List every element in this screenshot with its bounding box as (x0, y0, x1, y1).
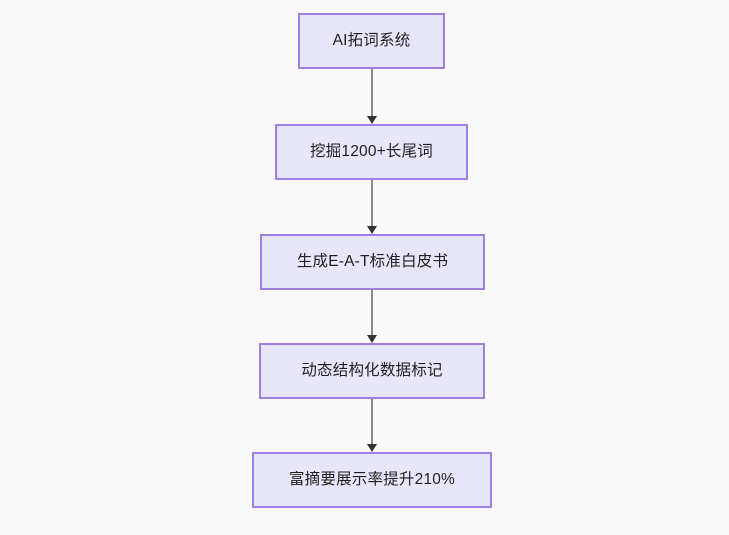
flowchart-node-rich-snippet-rate-increase[interactable]: 富摘要展示率提升210% (252, 452, 492, 508)
edge-line (371, 69, 373, 116)
edge-line (371, 180, 373, 226)
flowchart-edge-4 (365, 399, 379, 452)
arrowhead-icon (367, 116, 377, 124)
flowchart-node-dynamic-structured-data-markup[interactable]: 动态结构化数据标记 (259, 343, 485, 399)
flowchart-node-generate-eat-whitepaper[interactable]: 生成E-A-T标准白皮书 (260, 234, 485, 290)
arrowhead-icon (367, 444, 377, 452)
node-label: 生成E-A-T标准白皮书 (296, 253, 449, 271)
flowchart-edge-2 (365, 180, 379, 234)
node-label: 挖掘1200+长尾词 (309, 143, 434, 161)
flowchart-edge-1 (365, 69, 379, 124)
arrowhead-icon (367, 335, 377, 343)
node-label: 动态结构化数据标记 (301, 362, 443, 380)
edge-line (371, 290, 373, 335)
node-label: 富摘要展示率提升210% (288, 471, 456, 489)
flowchart-edge-3 (365, 290, 379, 343)
node-label: AI拓词系统 (332, 32, 411, 50)
flowchart-node-mine-longtail-keywords[interactable]: 挖掘1200+长尾词 (275, 124, 468, 180)
flowchart-node-ai-keyword-system[interactable]: AI拓词系统 (298, 13, 445, 69)
edge-line (371, 399, 373, 444)
arrowhead-icon (367, 226, 377, 234)
